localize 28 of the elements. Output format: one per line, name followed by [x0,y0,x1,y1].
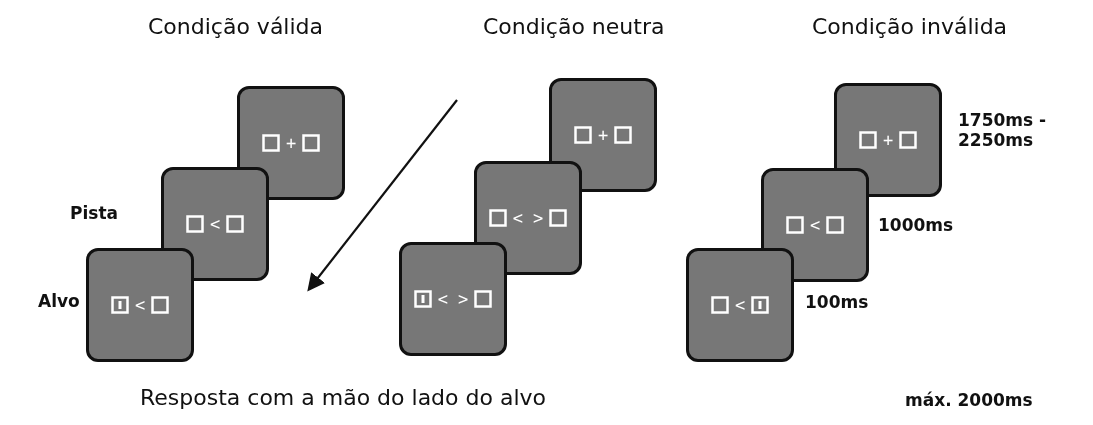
cue-symbol: + [882,130,894,150]
condition-title: Condição válida [148,14,324,39]
cue-symbol: < [809,215,821,235]
stimulus-label: 1000ms [878,215,954,235]
cue-symbol: < [734,295,746,315]
time-limit-label: máx. 2000ms [905,390,1033,410]
stimulus-screen [686,248,794,362]
stimulus-screen [474,161,582,275]
stimulus-screen [399,242,507,356]
stimulus-label: 1750ms - 2250ms [958,110,1048,150]
stimulus-screen [86,248,194,362]
condition-title: Condição neutra [483,14,665,39]
instruction-text: Resposta com a mão do lado do alvo [140,385,547,410]
cue-symbol: < [209,214,221,234]
stimulus-label: 100ms [805,292,869,312]
cue-symbol: < [134,295,146,315]
cue-symbol: + [285,133,297,153]
stimulus-label: Pista [70,203,118,223]
stimulus-screen [834,83,942,197]
condition-title: Condição inválida [812,14,1008,39]
cue-symbol: + [597,125,609,145]
stimulus-screen [237,86,345,200]
cue-symbol: < > [512,208,544,228]
cue-symbol: < > [437,289,469,309]
stimulus-screen [549,78,657,192]
stimulus-screen [161,167,269,281]
stimulus-screen [761,168,869,282]
stimulus-label: Alvo [38,291,80,311]
